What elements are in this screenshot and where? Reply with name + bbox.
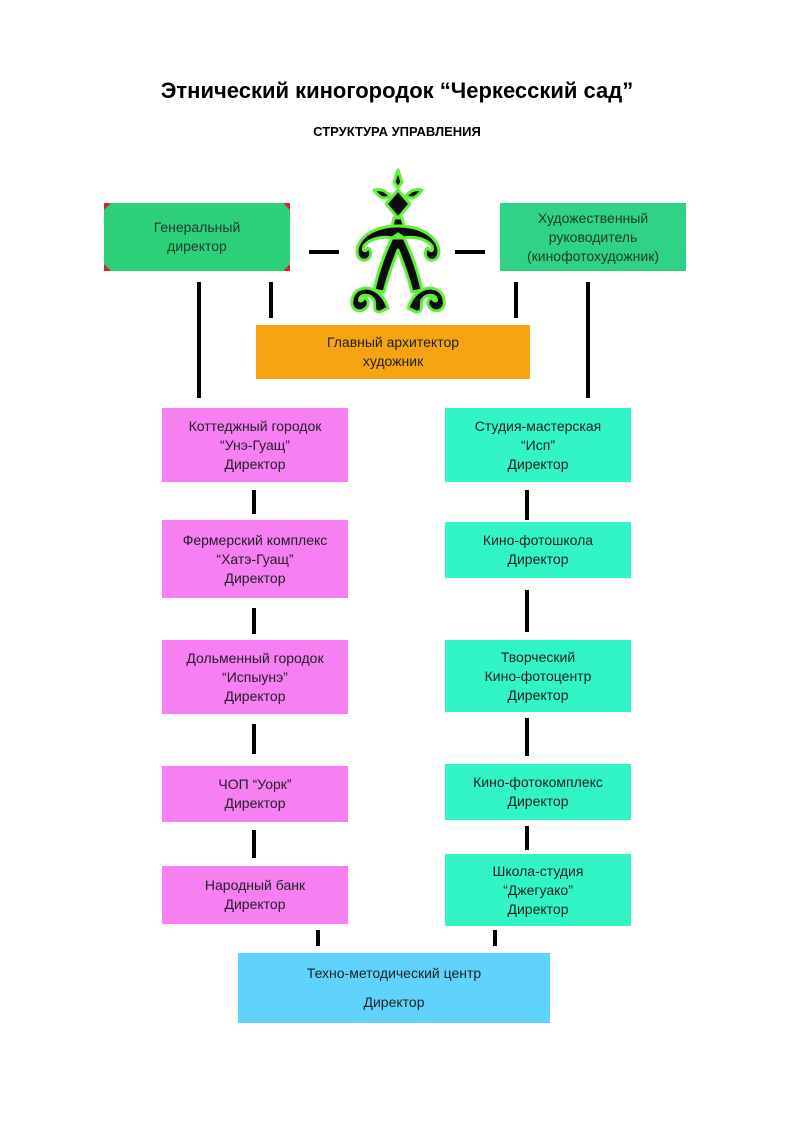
unit-dolmen-town-box: Дольменный городок “Испыунэ” Директор [162,640,348,714]
ornament-arms [355,224,441,262]
connector-artistic-architect [514,282,518,318]
connector-left-4-5 [252,830,256,858]
connector-general-architect [269,282,273,318]
connector-right-3-4 [525,718,529,756]
tech-center-line-1: Техно-методический центр [306,965,482,981]
connector-left-1-2 [252,490,256,514]
chief-architect-box: Главный архитектор художник [256,325,530,379]
unit-line: Директор [224,896,286,912]
tech-center-line-2: Директор [363,994,425,1010]
unit-line: ЧОП “Уорк” [218,776,292,792]
unit-creative-center-box: Творческий Кино-фотоцентр Директор [445,640,631,712]
unit-line: Директор [507,793,569,809]
unit-line: Народный банк [204,877,306,893]
unit-film-photo-complex-box: Кино-фотокомплекс Директор [445,764,631,820]
unit-security-box: ЧОП “Уорк” Директор [162,766,348,822]
chief-architect-line-1: Главный архитектор [326,334,460,350]
ornament-curl-right [406,286,446,314]
connector-right-tech [493,930,497,946]
unit-film-photo-school-box: Кино-фотошкола Директор [445,522,631,578]
artistic-director-box: Художественный руководитель (кинофотохуд… [500,203,686,271]
connector-right-4-5 [525,826,529,850]
connector-right-2-3 [525,590,529,632]
connector-left-tech [316,930,320,946]
ornament-leaf-right [404,188,424,200]
unit-line: Фермерский комплекс [182,531,328,548]
corner-mark-tr [283,203,290,210]
unit-line: Директор [507,551,569,567]
unit-line: “Исп” [521,436,555,453]
unit-school-studio-box: Школа-студия “Джегуако” Директор [445,854,631,926]
general-director-line-2: директор [167,238,227,254]
unit-line: Директор [507,900,569,917]
unit-line: Директор [224,455,286,472]
connector-ornament-artistic [455,250,485,254]
unit-line: Школа-студия [492,862,584,879]
unit-line: Студия-мастерская [474,417,602,434]
ornament-spike [392,168,404,190]
page-subtitle: СТРУКТУРА УПРАВЛЕНИЯ [313,124,481,139]
unit-line: Кино-фотокомплекс [473,774,603,790]
ornament-legs [372,236,424,294]
unit-line: Дольменный городок [186,649,324,666]
connector-artistic-right-column [586,282,590,398]
unit-cottage-town-box: Коттеджный городок “Унэ-Гуащ” Директор [162,408,348,482]
unit-line: Директор [224,795,286,811]
artistic-director-line-2: руководитель [548,228,638,245]
general-director-box: Генеральный директор [104,203,290,271]
connector-right-1-2 [525,490,529,520]
unit-peoples-bank-box: Народный банк Директор [162,866,348,924]
unit-line: Кино-фотоцентр [484,667,592,684]
unit-line: Директор [507,686,569,703]
connector-general-left-column [197,282,201,398]
corner-mark-br [283,264,290,271]
unit-line: Директор [224,569,286,586]
unit-line: Кино-фотошкола [482,532,594,548]
ornament-curl-left [350,286,390,314]
ornament-shape [350,168,446,314]
artistic-director-line-1: Художественный [537,209,649,226]
connector-left-3-4 [252,724,256,754]
unit-line: Коттеджный городок [188,417,322,434]
chief-architect-line-2: художник [362,353,424,369]
unit-line: “Хатэ-Гуащ” [216,550,294,567]
unit-farm-complex-box: Фермерский комплекс “Хатэ-Гуащ” Директор [162,520,348,598]
connector-general-ornament [309,250,339,254]
ornament-leaf-left [372,188,392,200]
tech-methodical-center-box: Техно-методический центр Директор [238,953,550,1023]
unit-line: “Испыунэ” [222,668,288,685]
page-title: Этнический киногородок “Черкесский сад” [160,78,634,103]
unit-line: “Унэ-Гуащ” [220,436,290,453]
circassian-ornament-emblem [350,168,446,314]
unit-line: Директор [224,687,286,704]
unit-line: Творческий [500,648,576,665]
connector-left-2-3 [252,608,256,634]
unit-studio-workshop-box: Студия-мастерская “Исп” Директор [445,408,631,482]
unit-line: Директор [507,455,569,472]
unit-line: “Джегуако” [503,881,573,898]
general-director-line-1: Генеральный [153,219,241,235]
corner-mark-tl [104,203,111,210]
corner-mark-bl [104,264,111,271]
artistic-director-line-3: (кинофотохудожник) [526,247,660,264]
